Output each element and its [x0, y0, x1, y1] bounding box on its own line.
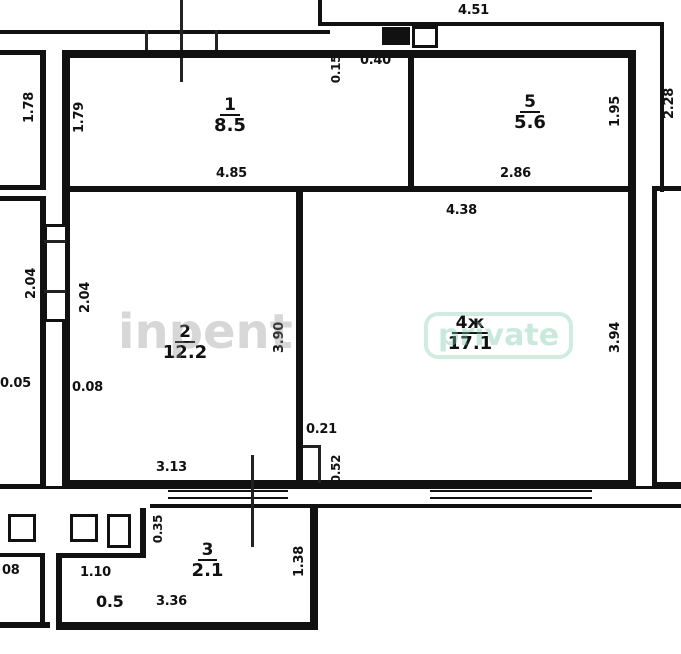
wall-room2-room4 — [296, 186, 303, 484]
dim-bottom-left-partial: 08 — [2, 563, 20, 578]
facade-line — [0, 486, 681, 489]
ventilation-icon-2 — [70, 514, 98, 542]
top-axis-line — [180, 0, 183, 82]
right-neighbor-top — [652, 186, 681, 191]
dim-door-left-outer: 2.04 — [23, 268, 39, 299]
dim-room1-width: 4.85 — [216, 166, 247, 181]
dim-room5-width: 2.86 — [500, 166, 531, 181]
bottom-left-side — [40, 555, 45, 627]
dim-niche-a: 0.21 — [306, 422, 337, 437]
room-2-area: 12.2 — [162, 342, 208, 363]
left-door-frame — [44, 224, 68, 322]
room-2-label: 2 12.2 — [150, 322, 220, 363]
niche-side — [318, 445, 321, 483]
room3-bottom-wall — [56, 622, 318, 630]
top-right-wall — [660, 22, 664, 192]
right-neighbor-wall — [652, 190, 657, 488]
dim-niche-b: 0.52 — [329, 454, 344, 484]
top-stub-1 — [145, 30, 148, 52]
watermark-badge: private — [424, 312, 574, 359]
dim-room1-height: 1.79 — [71, 102, 87, 133]
dim-room4-width: 4.38 — [446, 203, 477, 218]
top-corridor-bottom-wall — [318, 22, 664, 26]
top-corridor-wall — [318, 0, 322, 26]
left-room-bottom — [0, 185, 46, 190]
room-4-number: 4ж — [451, 314, 489, 334]
room-5-area: 5.6 — [514, 112, 546, 133]
dim-room2-width: 3.13 — [156, 460, 187, 475]
ventilation-icon-1 — [8, 514, 36, 542]
dim-right-height: 2.28 — [661, 88, 677, 119]
dim-room5-height: 1.95 — [607, 96, 623, 127]
bottom-left-wall — [0, 622, 50, 628]
dim-room3-bottom-b: 3.36 — [156, 594, 187, 609]
shaft-icon — [107, 514, 131, 548]
dim-door-left-inner: 2.04 — [77, 282, 93, 313]
left-room-wall — [40, 50, 46, 190]
left-room2-top — [0, 196, 46, 201]
facade-line-2 — [150, 504, 681, 508]
dim-room3-height: 1.38 — [291, 546, 307, 577]
right-neighbor-bottom — [652, 482, 681, 487]
dim-gap-040: 0.40 — [360, 53, 391, 68]
room-4-label: 4ж 17.1 — [430, 313, 510, 354]
room-2-number: 2 — [175, 323, 195, 343]
dim-room3-bottom-a: 0.5 — [96, 592, 124, 611]
room-5-number: 5 — [520, 93, 540, 113]
top-stub-2 — [215, 30, 218, 52]
dim-left-gap-outer: 0.05 — [0, 376, 31, 391]
dim-left-room-height: 1.78 — [21, 92, 37, 123]
wall-horizontal-mid — [62, 186, 636, 192]
dim-left-gap-inner: 0.08 — [72, 380, 103, 395]
left-room-top — [0, 50, 46, 55]
apartment-bottom-wall — [62, 480, 636, 488]
wall-room1-room5 — [408, 50, 414, 190]
entry-door-frame — [412, 26, 438, 48]
dim-top-corridor: 4.51 — [458, 3, 489, 18]
room3-inner-left — [140, 508, 146, 558]
room-5-label: 5 5.6 — [500, 92, 560, 133]
watermark-brand: inpent — [118, 304, 293, 360]
dim-gap-015: 0.15 — [329, 54, 344, 84]
room-3-area: 2.1 — [191, 560, 224, 581]
apartment-right-wall — [628, 50, 636, 488]
dim-room4-height: 3.94 — [607, 322, 623, 353]
niche-wall — [303, 445, 321, 448]
left-room2-wall — [40, 196, 46, 486]
room-4-area: 17.1 — [447, 333, 493, 354]
room-1-label: 1 8.5 — [200, 95, 260, 136]
dim-room3-side: 0.35 — [151, 514, 166, 544]
room-3-number: 3 — [197, 541, 218, 561]
entry-block — [382, 27, 410, 45]
room3-inner-top — [56, 553, 146, 558]
bottom-left-top — [0, 553, 45, 557]
room-3-label: 3 2.1 — [180, 540, 235, 581]
left-door-divider-1 — [44, 240, 66, 243]
apartment-top-wall — [62, 50, 636, 58]
top-wall — [0, 30, 330, 34]
dim-room3-left: 1.10 — [80, 565, 111, 580]
room3-right-wall — [310, 508, 318, 630]
bottom-axis-line — [251, 455, 254, 547]
room-1-number: 1 — [220, 96, 240, 116]
left-door-divider-2 — [44, 290, 66, 293]
room3-left-wall — [56, 555, 62, 630]
room-1-area: 8.5 — [214, 115, 246, 136]
